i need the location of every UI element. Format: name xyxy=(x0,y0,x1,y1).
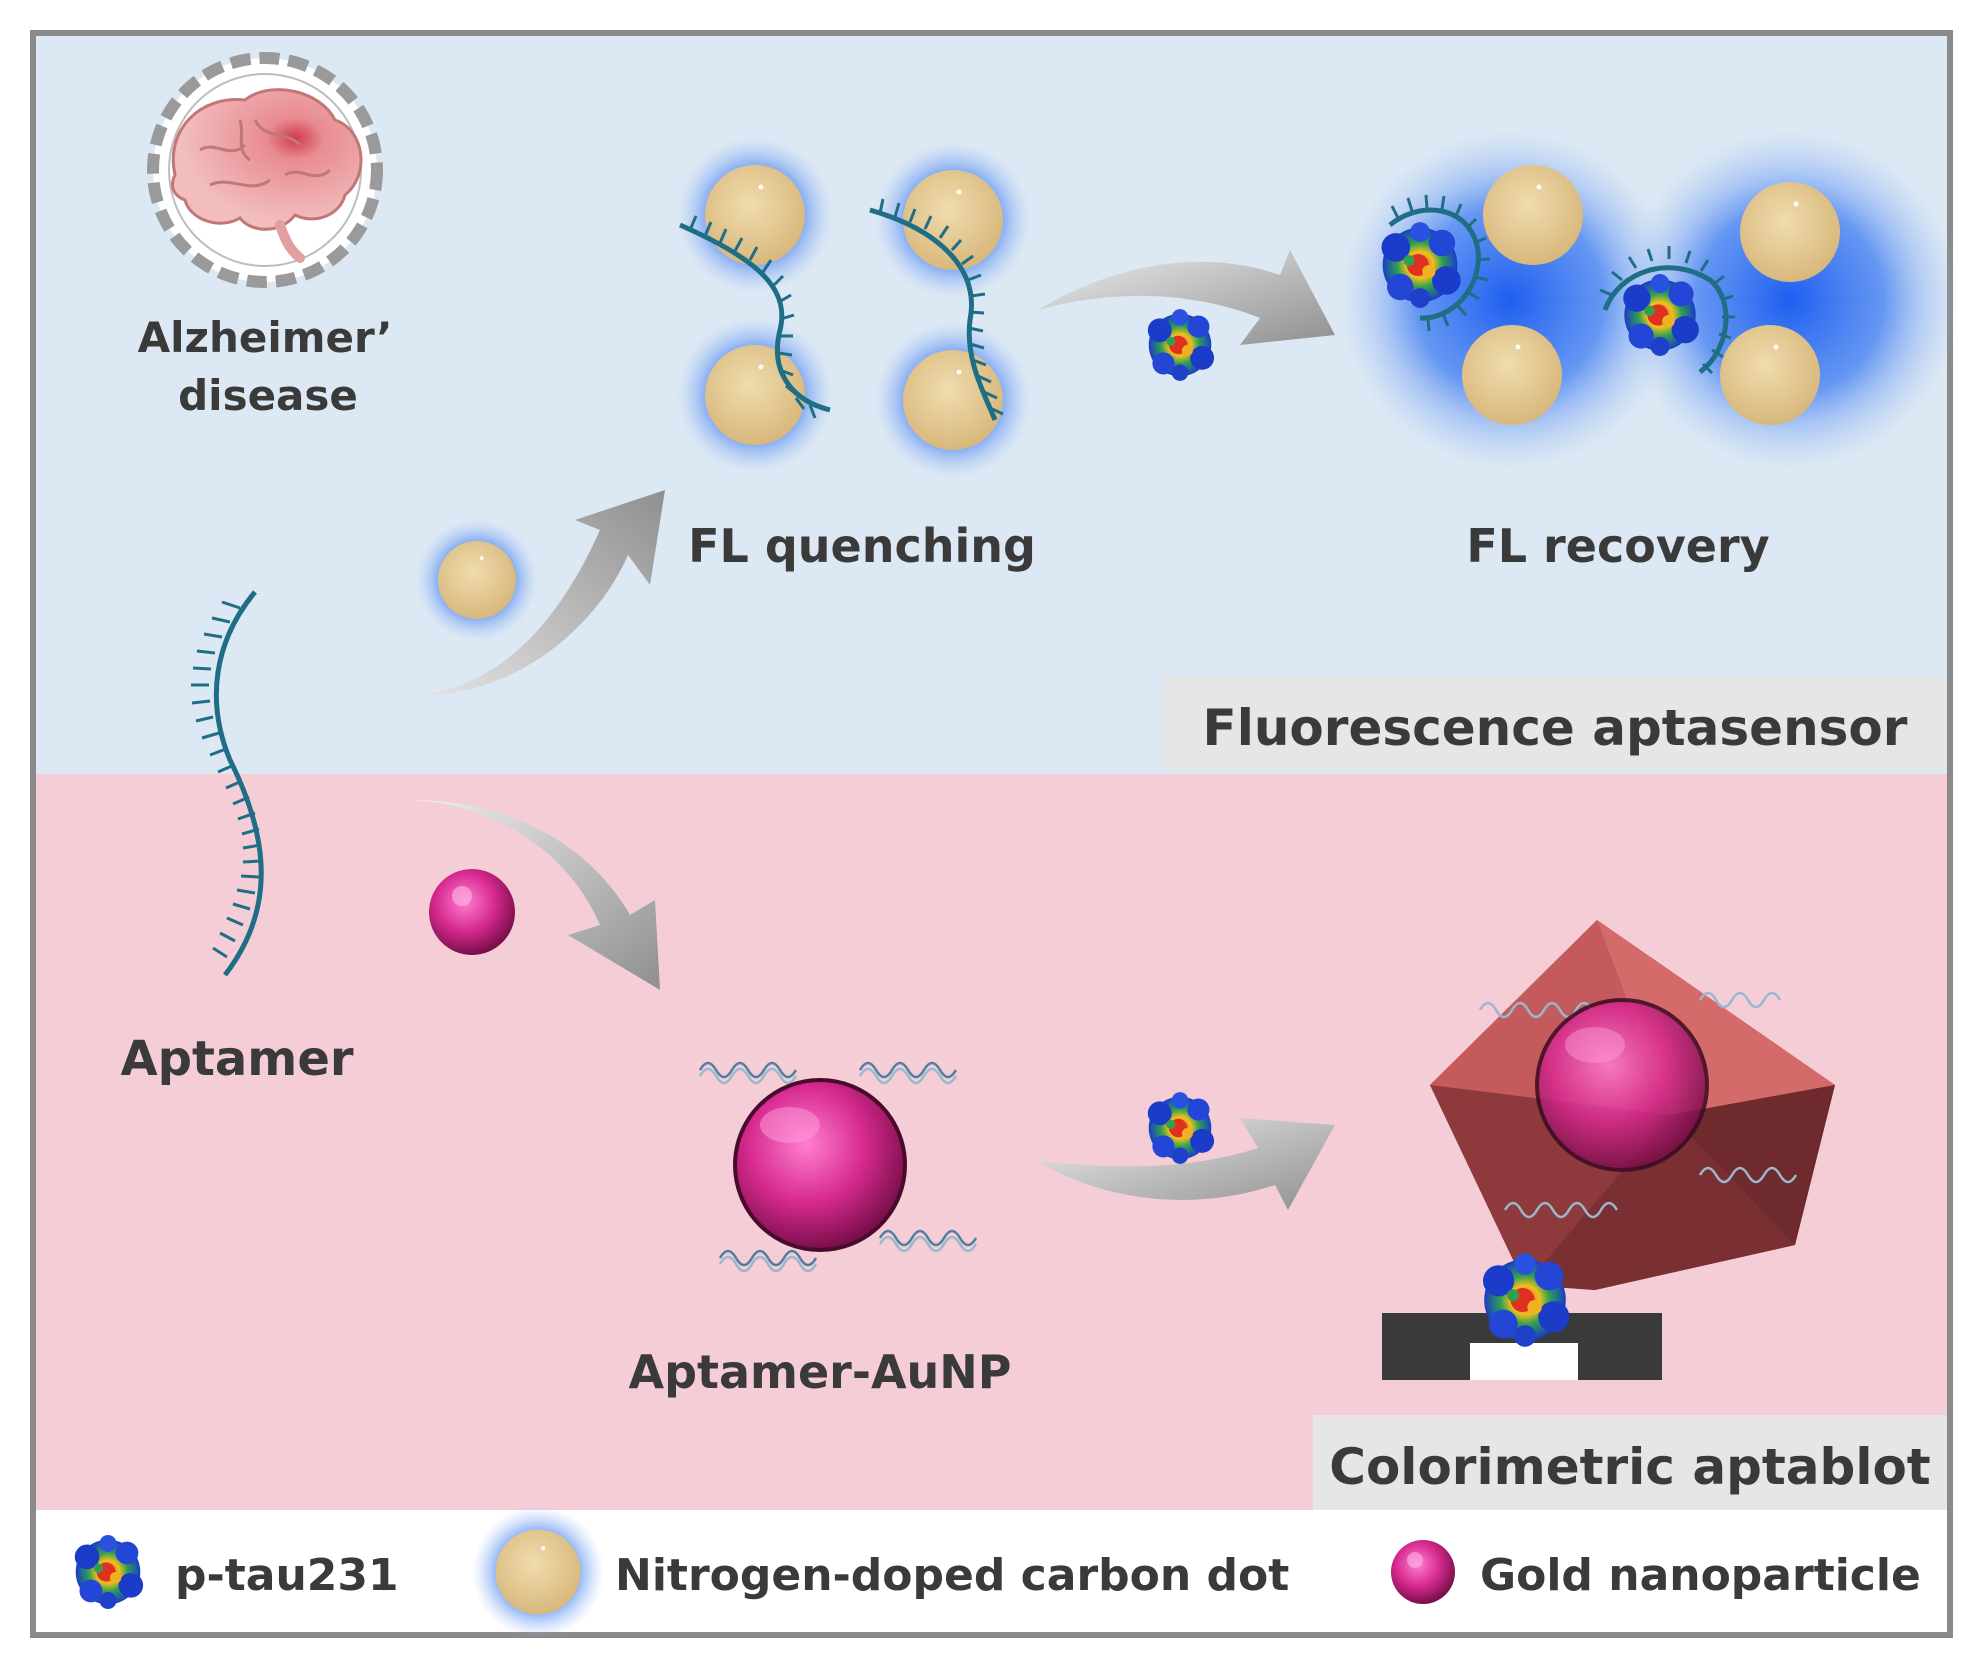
arrow-to-blot xyxy=(1035,1118,1335,1210)
fluorescence-aptasensor-label: Fluorescence aptasensor xyxy=(1203,699,1908,757)
legend-bar xyxy=(36,1510,1947,1632)
disease-label-line1: Alzheimer’ xyxy=(138,313,393,362)
figure-frame xyxy=(30,30,1953,1638)
aptamer-aunp-label: Aptamer-AuNP xyxy=(628,1345,1011,1399)
recovery-complex xyxy=(1340,130,1960,470)
legend-gold-np-icon xyxy=(1391,1540,1455,1604)
arrow-to-aunp xyxy=(412,800,660,990)
aptamer-strand xyxy=(191,590,264,977)
aptamer-label: Aptamer xyxy=(120,1031,353,1087)
arrow-to-recovery xyxy=(1038,250,1335,345)
colorimetric-aptablot-label: Colorimetric aptablot xyxy=(1329,1438,1930,1496)
legend-carbon-dot-label: Nitrogen-doped carbon dot xyxy=(615,1550,1289,1601)
fl-recovery-label: FL recovery xyxy=(1466,519,1769,573)
brain-icon xyxy=(147,52,383,288)
aptamer-aunp-particle xyxy=(698,1061,978,1273)
fl-quenching-label: FL quenching xyxy=(688,519,1036,573)
disease-label-line2: disease xyxy=(178,371,358,420)
legend-ptau-label: p-tau231 xyxy=(175,1550,399,1601)
fluorescence-aptasensor-box xyxy=(1163,676,1947,770)
colorimetric-aptablot-box xyxy=(1313,1415,1947,1510)
octahedron-complex xyxy=(1430,920,1835,1290)
legend-gold-np-label: Gold nanoparticle xyxy=(1480,1550,1921,1601)
gold-np-reagent xyxy=(429,869,515,955)
arrow-to-quenching xyxy=(412,490,665,696)
quenching-complex xyxy=(677,137,1031,478)
carbon-dot-reagent xyxy=(416,519,538,641)
legend-carbon-dot-icon xyxy=(471,1505,605,1639)
